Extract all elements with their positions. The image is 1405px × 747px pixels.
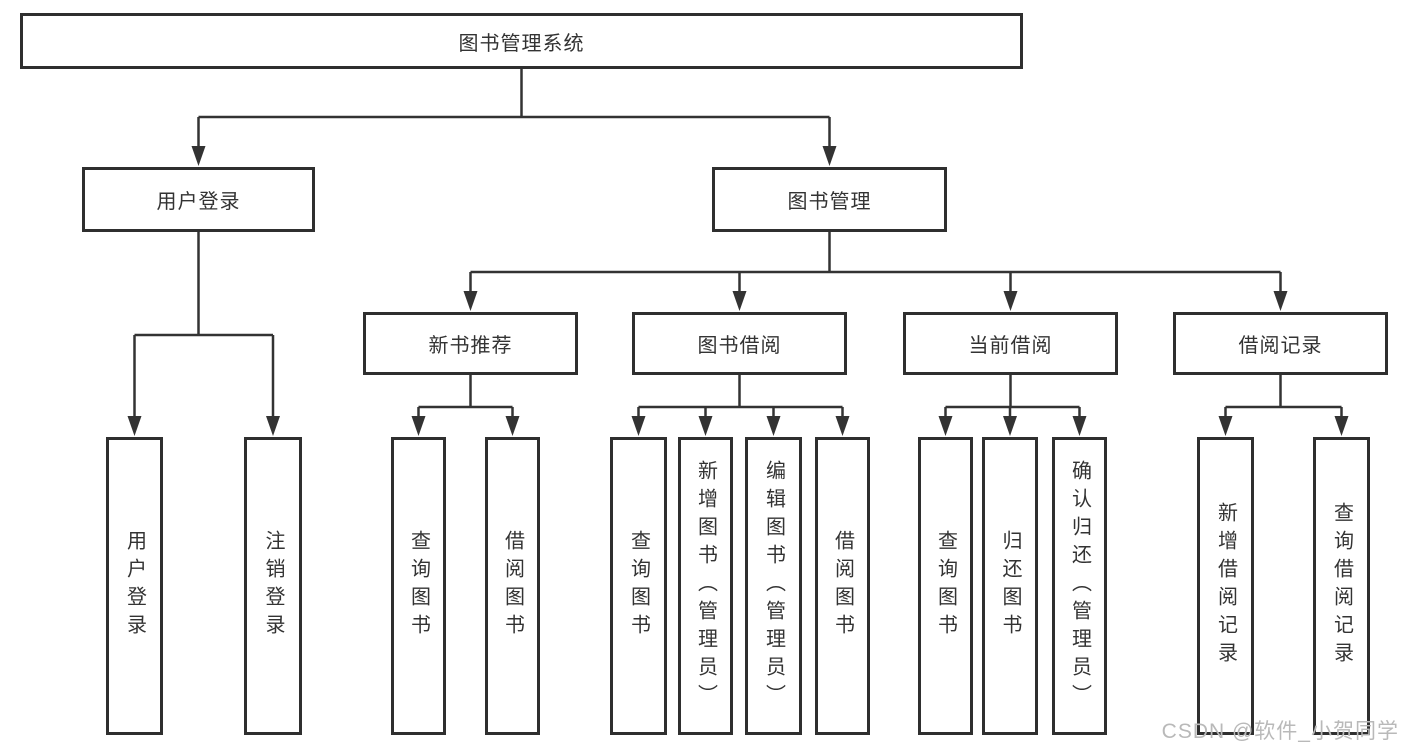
node-nbr-borrow-book: 借阅图书 (485, 437, 540, 735)
node-label-user-login: 用户登录 (156, 191, 241, 213)
node-label-br-query-record: 查询借阅记录 (1330, 502, 1353, 670)
node-borrow-records: 借阅记录 (1173, 312, 1388, 375)
node-bb-edit-book: 编辑图书（管理员） (745, 437, 802, 735)
node-label-bb-query-book: 查询图书 (627, 530, 650, 642)
node-bb-borrow-book: 借阅图书 (815, 437, 870, 735)
node-br-add-record: 新增借阅记录 (1197, 437, 1254, 735)
node-cb-confirm-return: 确认归还（管理员） (1052, 437, 1107, 735)
node-label-nbr-query-book: 查询图书 (407, 530, 430, 642)
node-label-book-management: 图书管理 (787, 191, 872, 213)
node-label-bb-add-book: 新增图书（管理员） (694, 460, 717, 712)
node-label-cb-confirm-return: 确认归还（管理员） (1068, 460, 1091, 712)
node-user-login-action: 用户登录 (106, 437, 163, 735)
node-label-logout-action: 注销登录 (262, 530, 284, 642)
node-cb-return-book: 归还图书 (982, 437, 1038, 735)
node-user-login: 用户登录 (82, 167, 315, 232)
node-book-borrowing: 图书借阅 (632, 312, 847, 375)
node-label-new-book-recommend: 新书推荐 (428, 335, 513, 357)
node-label-cb-query-book: 查询图书 (934, 530, 957, 642)
node-bb-query-book: 查询图书 (610, 437, 667, 735)
node-br-query-record: 查询借阅记录 (1313, 437, 1370, 735)
node-nbr-query-book: 查询图书 (391, 437, 446, 735)
node-book-management: 图书管理 (712, 167, 947, 232)
node-bb-add-book: 新增图书（管理员） (678, 437, 733, 735)
node-label-nbr-borrow-book: 借阅图书 (501, 530, 524, 642)
node-current-borrowing: 当前借阅 (903, 312, 1118, 375)
node-logout-action: 注销登录 (244, 437, 302, 735)
node-root: 图书管理系统 (20, 13, 1023, 69)
node-label-borrow-records: 借阅记录 (1238, 335, 1323, 357)
node-label-cb-return-book: 归还图书 (999, 530, 1021, 642)
node-label-bb-borrow-book: 借阅图书 (831, 530, 854, 642)
node-label-bb-edit-book: 编辑图书（管理员） (762, 460, 785, 712)
node-label-book-borrowing: 图书借阅 (697, 335, 782, 357)
node-label-br-add-record: 新增借阅记录 (1214, 502, 1237, 670)
node-label-root: 图书管理系统 (458, 32, 585, 55)
node-new-book-recommend: 新书推荐 (363, 312, 578, 375)
node-label-user-login-action: 用户登录 (123, 530, 146, 642)
node-cb-query-book: 查询图书 (918, 437, 973, 735)
watermark: CSDN @软件_小贺同学 (1161, 720, 1399, 743)
node-label-current-borrowing: 当前借阅 (968, 335, 1053, 357)
